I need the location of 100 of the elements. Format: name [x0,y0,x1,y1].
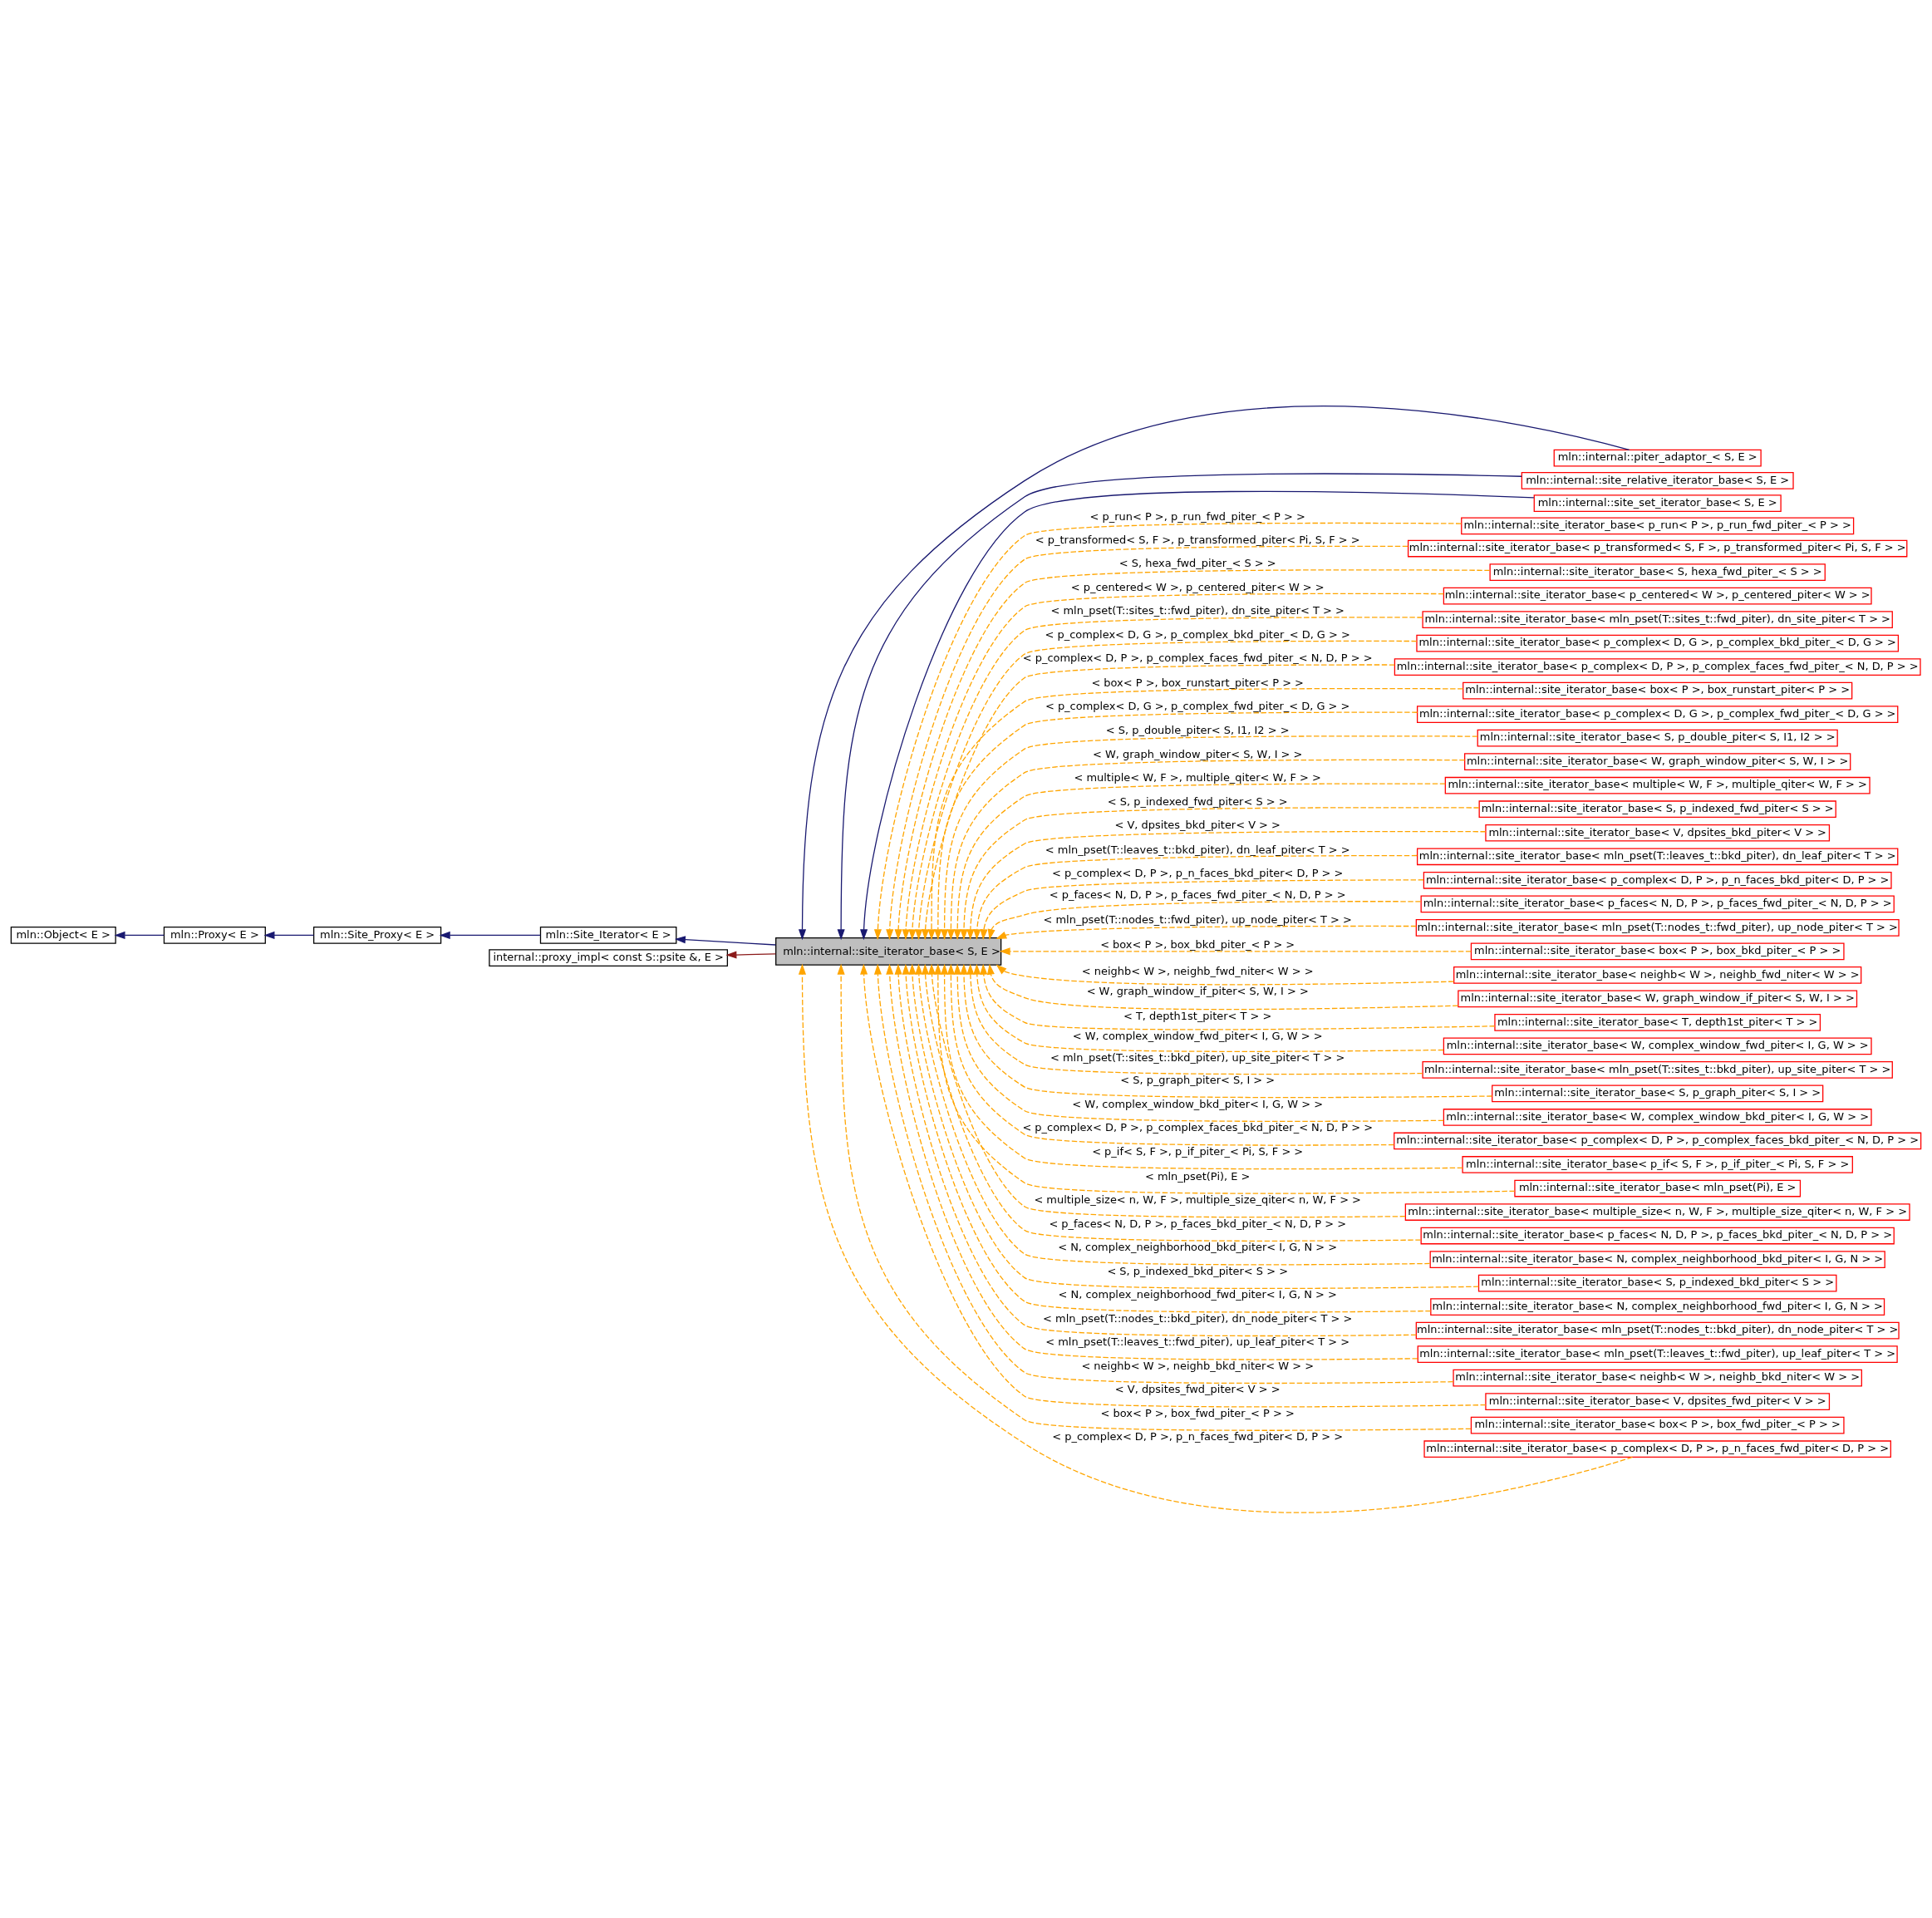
node-box: mln::internal::site_iterator_base< p_complex< D, P >, p_n_faces_fwd_piter< D, P > > [1423,1439,1891,1458]
edge-label: < W, graph_window_piter< S, W, I > > [1092,747,1303,760]
arrow [263,931,315,939]
node-box: mln::internal::site_iterator_base< p_complex< D, P >, p_n_faces_bkd_piter< D, P > > [1423,871,1892,889]
node-box: mln::internal::site_iterator_base< W, complex_window_bkd_piter< I, G, W > > [1443,1108,1872,1126]
arrow [995,925,1417,939]
arrow [798,963,1634,1513]
arrow [980,963,1496,1030]
edge-label: < V, dpsites_fwd_piter< V > > [1114,1382,1281,1395]
edge-label: < S, hexa_fwd_piter_< S > > [1118,556,1276,569]
node-box: mln::internal::site_iterator_base< N, complex_neighborhood_fwd_piter< I, G, N > > [1430,1297,1885,1316]
node-box: mln::internal::site_iterator_base< mln_pset(Pi), E > [1514,1179,1802,1197]
edge-label: < p_complex< D, P >, p_n_faces_fwd_piter< D, P > > [1052,1429,1344,1443]
arrow [960,963,1493,1098]
edge-label: < p_transformed< S, F >, p_transformed_piter< Pi, S, F > > [1035,533,1360,546]
node-box: mln::internal::piter_adaptor_< S, E > [1553,449,1762,467]
node-box: mln::internal::site_iterator_base< neighb< W >, neighb_fwd_niter< W > > [1453,966,1862,984]
edge-label: < p_run< P >, p_run_fwd_piter_< P > > [1089,509,1305,523]
node-box: mln::internal::site_iterator_base< mln_pset(T::sites_t::fwd_piter), dn_site_piter< T > > [1422,610,1893,628]
node-box: mln::internal::site_iterator_base< mln_pset(T::nodes_t::bkd_piter), dn_node_piter< T > > [1415,1321,1900,1339]
node-box: mln::internal::site_iterator_base< box< P >, box_runstart_piter< P > > [1463,681,1853,699]
arrow [960,806,1480,940]
arrow [439,931,542,939]
arrow [966,963,1423,1075]
arrow [908,963,1480,1289]
arrow [980,878,1424,940]
node-box: mln::internal::site_iterator_base< V, dpsites_fwd_piter< V > > [1485,1392,1831,1410]
arrow [987,900,1422,940]
node-box: mln::internal::site_iterator_base< S, hexa_fwd_piter_< S > > [1489,563,1826,581]
edge-label: < W, complex_window_bkd_piter< I, G, W > > [1072,1097,1324,1110]
edge-label: < mln_pset(T::nodes_t::bkd_piter), dn_node_piter< T > > [1043,1311,1353,1325]
edge-label: < S, p_graph_piter< S, I > > [1120,1073,1276,1086]
arrow [927,687,1464,940]
edge-label: < p_complex< D, G >, p_complex_bkd_piter_< D, G > > [1045,627,1350,641]
node-box: mln::Site_Proxy< E > [312,926,442,944]
edge-label: < p_complex< D, P >, p_complex_faces_fwd_piter_< N, D, P > > [1022,651,1373,664]
edge-label: < p_faces< N, D, P >, p_faces_fwd_piter_< N, D, P > > [1049,888,1346,901]
node-box: mln::internal::site_iterator_base< S, p_double_piter< S, I1, I2 > > [1477,729,1838,747]
arrow [886,545,1408,940]
node-box: mln::internal::site_iterator_base< S, p_indexed_fwd_piter< S > > [1478,799,1836,818]
edge-label: < box< P >, box_runstart_piter< P > > [1091,676,1304,689]
node-box: mln::internal::site_iterator_base< multiple_size< n, W, F >, multiple_size_qiter< n, W, F > > [1404,1202,1910,1221]
edge-label: < S, p_indexed_fwd_piter< S > > [1107,794,1288,808]
edge-label: < T, depth1st_piter< T > > [1123,1009,1272,1021]
node-box: mln::internal::site_iterator_base< S, p_graph_piter< S, I > > [1492,1084,1824,1102]
edge-label: < multiple< W, F >, multiple_qiter< W, F > > [1074,770,1321,784]
edge-label: < p_complex< D, P >, p_n_faces_bkd_piter< D, P > > [1051,866,1344,879]
edge-label: < multiple_size< n, W, F >, multiple_size_qiter< n, W, F > > [1034,1193,1361,1206]
arrow [995,963,1455,985]
node-box: mln::Proxy< E > [163,926,266,944]
edge-label: < N, complex_neighborhood_bkd_piter< I, G, N > > [1058,1240,1338,1253]
node-box: mln::internal::site_iterator_base< p_transformed< S, F >, p_transformed_piter< Pi, S, F > > [1407,539,1908,557]
node-box: internal::proxy_impl< const S::psite &, E > [489,948,729,966]
edge-label: < p_if< S, F >, p_if_piter_< Pi, S, F > > [1092,1144,1304,1158]
node-box: mln::internal::site_iterator_base< mln_pset(T::leaves_t::bkd_piter), dn_leaf_piter< T > > [1417,847,1899,865]
node-box: mln::internal::site_iterator_base< mln_pset(T::nodes_t::fwd_piter), up_node_piter< T > > [1415,918,1900,937]
edge-label: < mln_pset(Pi), E > [1144,1169,1251,1183]
node-box: mln::internal::site_iterator_base< p_complex< D, G >, p_complex_bkd_piter_< D, G > > [1416,634,1900,652]
arrow [725,951,776,959]
edge-label: < mln_pset(T::sites_t::fwd_piter), dn_site_piter< T > > [1050,603,1345,617]
edge-label: < box< P >, box_bkd_piter_< P > > [1100,937,1295,951]
node-box: mln::Site_Iterator< E > [539,926,677,944]
edge-label: < p_centered< W >, p_centered_piter< W > > [1070,580,1325,593]
arrow [941,963,1463,1169]
node-box: mln::internal::site_iterator_base< multiple< W, F >, multiple_qiter< W, F > > [1444,776,1871,794]
node-box: mln::internal::site_iterator_base< p_faces< N, D, P >, p_faces_fwd_piter_< N, D, P > > [1420,894,1895,912]
node-box: mln::internal::site_relative_iterator_base< S, E > [1521,471,1794,489]
arrow [934,963,1516,1194]
edge-label: < p_complex< D, P >, p_complex_faces_bkd_piter_< N, D, P > > [1022,1120,1373,1134]
arrow [953,782,1446,940]
edge-label: < p_faces< N, D, P >, p_faces_bkd_piter_< N, D, P > > [1049,1217,1346,1230]
arrow [934,711,1418,940]
edge-label: < box< P >, box_fwd_piter_< P > > [1100,1406,1295,1419]
node-box: mln::internal::site_iterator_base< mln_pset(T::sites_t::bkd_piter), up_site_piter< T > > [1422,1060,1893,1079]
edge-label: < neighb< W >, neighb_fwd_niter< W > > [1081,964,1314,977]
node-box: mln::internal::site_iterator_base< p_faces< N, D, P >, p_faces_bkd_piter_< N, D, P > > [1420,1227,1895,1244]
arrow [973,854,1418,940]
arrow [966,830,1487,940]
node-box: mln::internal::site_iterator_base< p_complex< D, P >, p_complex_faces_fwd_piter_< N, D, P > > [1394,657,1921,676]
node-box: mln::internal::site_iterator_base< W, complex_window_fwd_piter< I, G, W > > [1443,1037,1872,1055]
node-box: mln::internal::site_iterator_base< W, graph_window_piter< S, W, I > > [1464,752,1851,770]
edge-label: < V, dpsites_bkd_piter< V > > [1114,818,1281,831]
node-box: mln::internal::site_iterator_base< S, p_indexed_bkd_piter< S > > [1477,1274,1837,1291]
arrow [674,935,776,946]
edge-label: < S, p_indexed_bkd_piter< S > > [1107,1264,1288,1277]
node-box: mln::internal::site_iterator_base< p_if< S, F >, p_if_piter_< Pi, S, F > > [1462,1155,1853,1173]
edge-label: < S, p_double_piter< S, I1, I2 > > [1105,723,1290,736]
arrow [973,963,1444,1052]
node-box: mln::internal::site_iterator_base< p_run< P >, p_run_fwd_piter_< P > > [1461,516,1855,534]
arrow [999,947,1472,955]
node-box: mln::internal::site_set_iterator_base< S, E > [1533,494,1782,512]
edge-label: < mln_pset(T::nodes_t::fwd_piter), up_node_piter< T > > [1043,912,1352,926]
node-box: mln::internal::site_iterator_base< neighb< W >, neighb_bkd_niter< W > > [1453,1369,1862,1386]
node-box: mln::internal::site_iterator_base< box< P >, box_bkd_piter_< P > > [1470,942,1845,960]
edge-label: < N, complex_neighborhood_fwd_piter< I, G, N > > [1058,1287,1337,1301]
node-box: mln::internal::site_iterator_base< box< P >, box_fwd_piter_< P > > [1470,1416,1845,1434]
node-box: mln::internal::site_iterator_base< p_centered< W >, p_centered_piter< W > > [1443,587,1872,604]
arrow [798,405,1630,940]
node-box: mln::internal::site_iterator_base< p_complex< D, P >, p_complex_faces_bkd_piter_< N, D, P > > [1394,1132,1922,1149]
arrow [986,963,1459,1010]
